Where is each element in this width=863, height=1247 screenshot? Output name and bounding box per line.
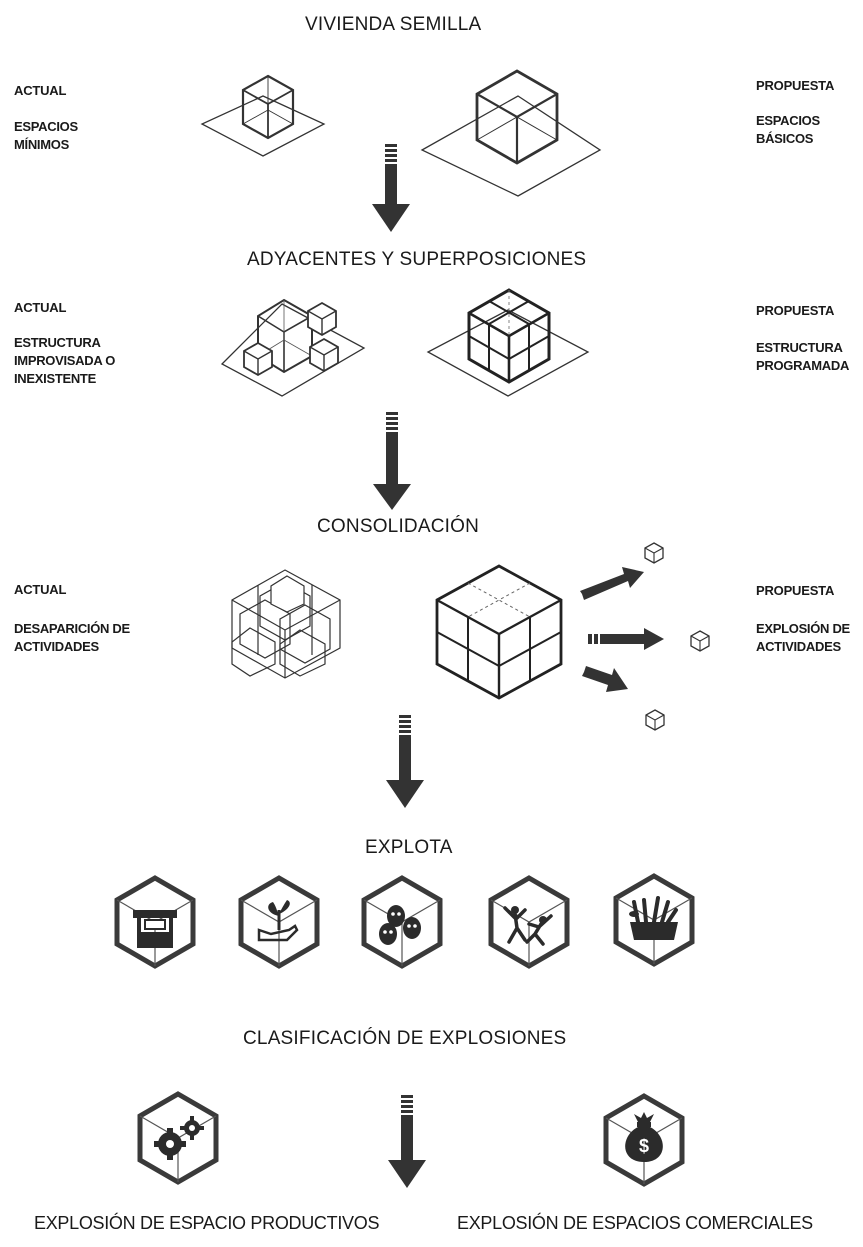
s3-left-desc: DESAPARICIÓN DE ACTIVIDADES <box>14 620 130 656</box>
explosion-arrow-down <box>582 666 628 692</box>
flow-arrow-4 <box>388 1095 426 1188</box>
plant-in-hand-icon <box>241 878 317 966</box>
s1-right-desc: ESPACIOS BÁSICOS <box>756 112 820 148</box>
title-clasificacion: CLASIFICACIÓN DE EXPLOSIONES <box>243 1028 567 1049</box>
food-basket-icon <box>616 876 692 964</box>
s2-right-desc: ESTRUCTURA PROGRAMADA <box>756 339 849 375</box>
s3-right-line-1: EXPLOSIÓN DE <box>756 621 850 636</box>
title-explota: EXPLOTA <box>365 837 453 858</box>
footer-comerciales: EXPLOSIÓN DE ESPACIOS COMERCIALES <box>457 1213 813 1233</box>
explosion-arrow-up <box>580 567 644 600</box>
s1-right-line-1: ESPACIOS <box>756 113 820 128</box>
flow-arrow-1 <box>372 144 410 232</box>
s1-left-desc: ESPACIOS MÍNIMOS <box>14 118 78 154</box>
exploded-cube-bottom <box>645 709 665 731</box>
s1-right-label: PROPUESTA <box>756 78 835 93</box>
s3-right-line-2: ACTIVIDADES <box>756 639 841 654</box>
flow-arrow-3 <box>386 715 424 808</box>
footer-productivos: EXPLOSIÓN DE ESPACIO PRODUCTIVOS <box>34 1213 380 1233</box>
proposed-exploded-activities-cube <box>435 564 563 700</box>
theater-masks-icon <box>364 878 440 966</box>
s3-left-line-2: ACTIVIDADES <box>14 639 99 654</box>
s2-left-line-2: IMPROVISADA O <box>14 353 116 368</box>
s2-right-label: PROPUESTA <box>756 303 835 318</box>
money-symbol: $ <box>639 1136 649 1156</box>
actual-minimal-space-cube <box>200 74 326 157</box>
s3-right-desc: EXPLOSIÓN DE ACTIVIDADES <box>756 620 850 656</box>
s1-right-line-2: BÁSICOS <box>756 131 814 146</box>
s3-left-line-1: DESAPARICIÓN DE <box>14 621 130 636</box>
exploded-cube-right <box>690 630 710 652</box>
s2-left-label: ACTUAL <box>14 300 67 315</box>
s2-left-desc: ESTRUCTURA IMPROVISADA O INEXISTENTE <box>14 334 115 388</box>
proposed-basic-space-cube <box>420 69 602 197</box>
actual-improvised-structure <box>220 298 366 397</box>
market-stall-icon <box>117 878 193 966</box>
title-consolidacion: CONSOLIDACIÓN <box>317 516 480 537</box>
flow-arrow-2 <box>373 412 411 510</box>
s2-right-line-2: PROGRAMADA <box>756 358 850 373</box>
s3-right-label: PROPUESTA <box>756 583 835 598</box>
explosion-arrow-mid <box>588 628 664 650</box>
dancers-icon <box>491 878 567 966</box>
gears-icon <box>140 1094 216 1182</box>
s2-left-line-1: ESTRUCTURA <box>14 335 101 350</box>
s1-left-label: ACTUAL <box>14 83 67 98</box>
s1-left-line-1: ESPACIOS <box>14 119 78 134</box>
s2-right-line-1: ESTRUCTURA <box>756 340 843 355</box>
proposed-programmed-structure <box>426 288 590 397</box>
money-bag-icon: $ <box>606 1096 682 1184</box>
s1-left-line-2: MÍNIMOS <box>14 137 69 152</box>
exploded-cube-top <box>644 542 664 564</box>
s3-left-label: ACTUAL <box>14 582 67 597</box>
title-vivienda-semilla: VIVIENDA SEMILLA <box>305 14 482 35</box>
title-adyacentes: ADYACENTES Y SUPERPOSICIONES <box>247 249 587 270</box>
s2-left-line-3: INEXISTENTE <box>14 371 96 386</box>
actual-disappearing-activities-cluster <box>231 569 341 679</box>
